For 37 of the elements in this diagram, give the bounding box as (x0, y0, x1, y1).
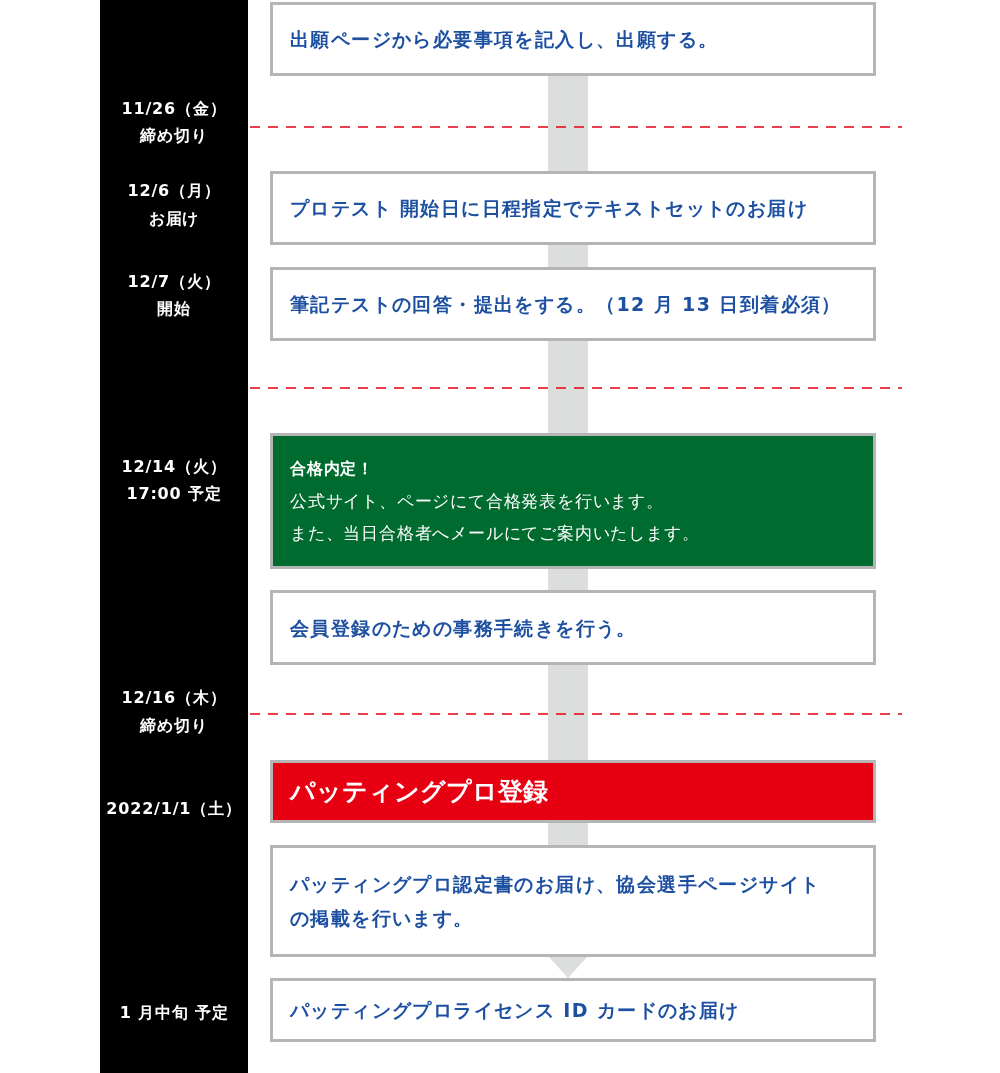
status-label: 締め切り (140, 124, 208, 146)
result-panel (270, 433, 876, 569)
date-label: 12/16（木） (121, 686, 227, 708)
result-text: また、当日合格者へメールにてご案内いたします。 (290, 522, 700, 545)
connector-bar (548, 665, 588, 760)
status-label: 開始 (157, 297, 191, 319)
connector-bar (548, 341, 588, 433)
date-label: 12/7（火） (127, 270, 221, 292)
step-text: 会員登録のための事務手続きを行う。 (290, 615, 637, 641)
date-label: 12/14（火） (121, 455, 227, 477)
step-box (270, 267, 876, 341)
time-label: 17:00 予定 (126, 482, 222, 504)
status-label: 締め切り (140, 714, 208, 736)
step-text: 筆記テストの回答・提出をする。（12 月 13 日到着必須） (290, 292, 842, 317)
connector-bar (548, 569, 588, 590)
step-box (270, 171, 876, 245)
connector-bar (548, 823, 588, 845)
date-label: 11/26（金） (121, 97, 227, 119)
title-banner (270, 760, 876, 823)
date-label: 12/6（月） (127, 179, 221, 201)
result-heading: 合格内定！ (290, 458, 374, 480)
result-text: 公式サイト、ページにて合格発表を行います。 (290, 490, 664, 513)
step-box (270, 590, 876, 665)
step-box (270, 845, 876, 957)
connector-bar (548, 245, 588, 267)
arrow (548, 956, 588, 979)
status-label: お届け (148, 207, 200, 229)
step-text: パッティングプロライセンス ID カードのお届け (290, 998, 740, 1023)
date-label: 1 月中旬 予定 (119, 1001, 229, 1023)
step-text: 出願ページから必要事項を記入し、出願する。 (290, 27, 719, 52)
step-text: プロテスト 開始日に日程指定でテキストセットのお届け (290, 196, 808, 221)
step-text: パッティングプロ認定書のお届け、協会選手ページサイトの掲載を行います。 (290, 872, 822, 931)
step-box (270, 978, 876, 1042)
banner-title: パッティングプロ登録 (290, 775, 548, 808)
connector-bar (548, 76, 588, 171)
step-box (270, 2, 876, 76)
date-label: 2022/1/1（土） (106, 797, 242, 819)
